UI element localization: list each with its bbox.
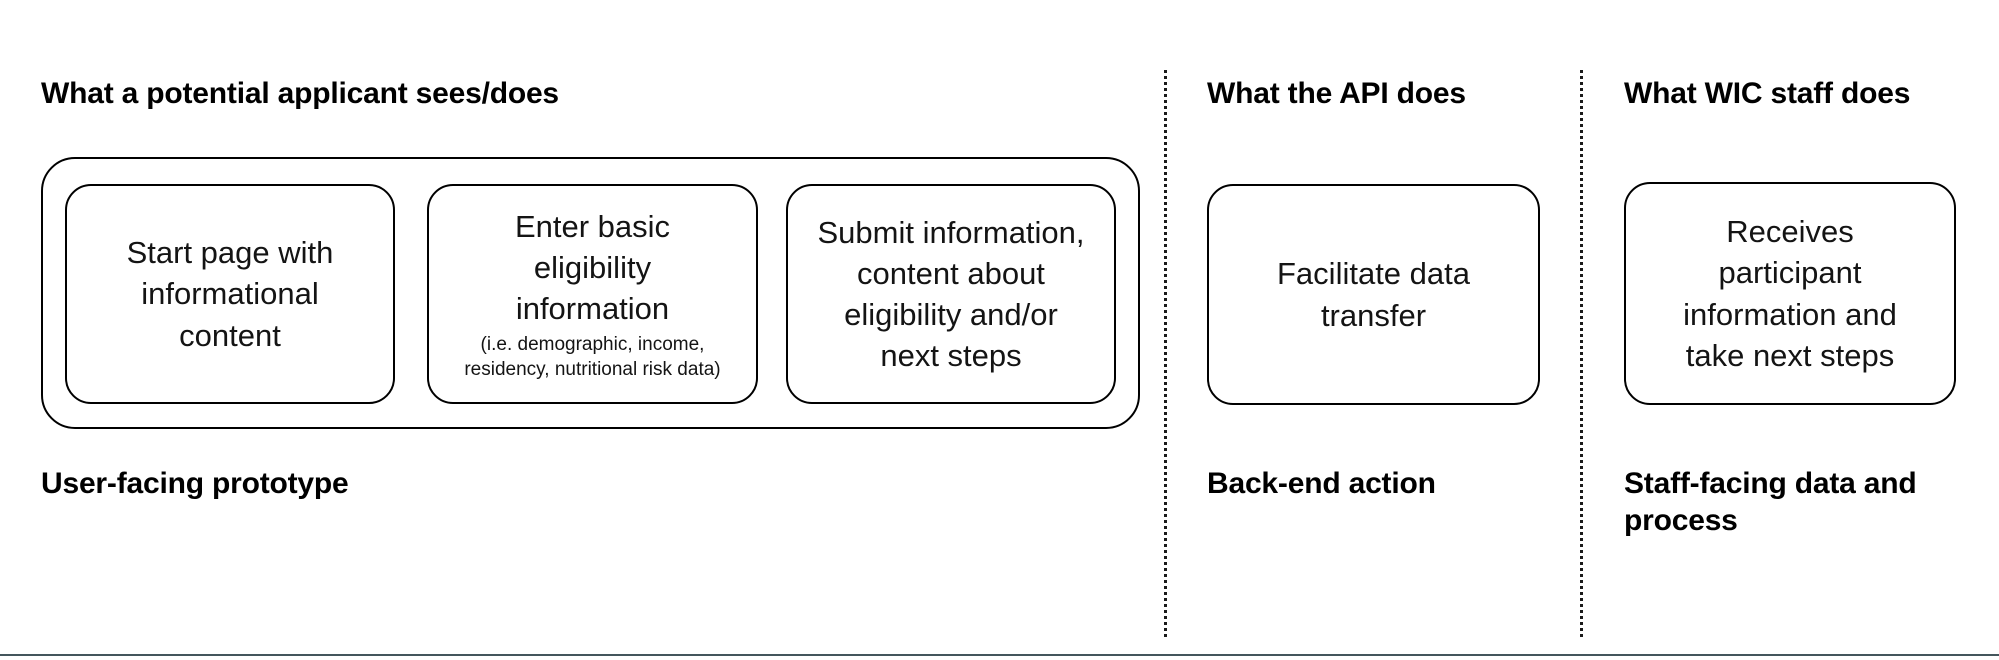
column-header-applicant: What a potential applicant sees/does (41, 77, 559, 110)
node-receives-participant-information-label: Receives participant information and tak… (1683, 214, 1897, 373)
node-start-page[interactable]: Start page with informational content (65, 184, 395, 404)
column-header-api: What the API does (1207, 77, 1466, 110)
node-start-page-label: Start page with informational content (126, 235, 334, 353)
node-facilitate-data-transfer[interactable]: Facilitate data transfer (1207, 184, 1540, 405)
node-receives-participant-information[interactable]: Receives participant information and tak… (1624, 182, 1956, 405)
node-enter-eligibility-subtext: (i.e. demographic, income, residency, nu… (464, 333, 721, 380)
node-submit-information[interactable]: Submit information, content about eligib… (786, 184, 1116, 404)
node-enter-eligibility[interactable]: Enter basic eligibility information (i.e… (427, 184, 758, 404)
node-submit-information-label: Submit information, content about eligib… (817, 214, 1085, 374)
node-facilitate-data-transfer-label: Facilitate data transfer (1277, 256, 1470, 333)
column-divider-2 (1580, 70, 1583, 637)
prototype-group-container (41, 157, 1140, 429)
column-header-staff: What WIC staff does (1624, 77, 1911, 110)
node-enter-eligibility-label: Enter basic eligibility information (514, 208, 671, 327)
column-caption-api: Back-end action (1207, 467, 1436, 500)
column-divider-1 (1164, 70, 1167, 637)
column-caption-applicant: User-facing prototype (41, 467, 349, 500)
bottom-rule (0, 654, 1999, 656)
column-caption-staff: Staff-facing data and process (1624, 467, 1917, 537)
